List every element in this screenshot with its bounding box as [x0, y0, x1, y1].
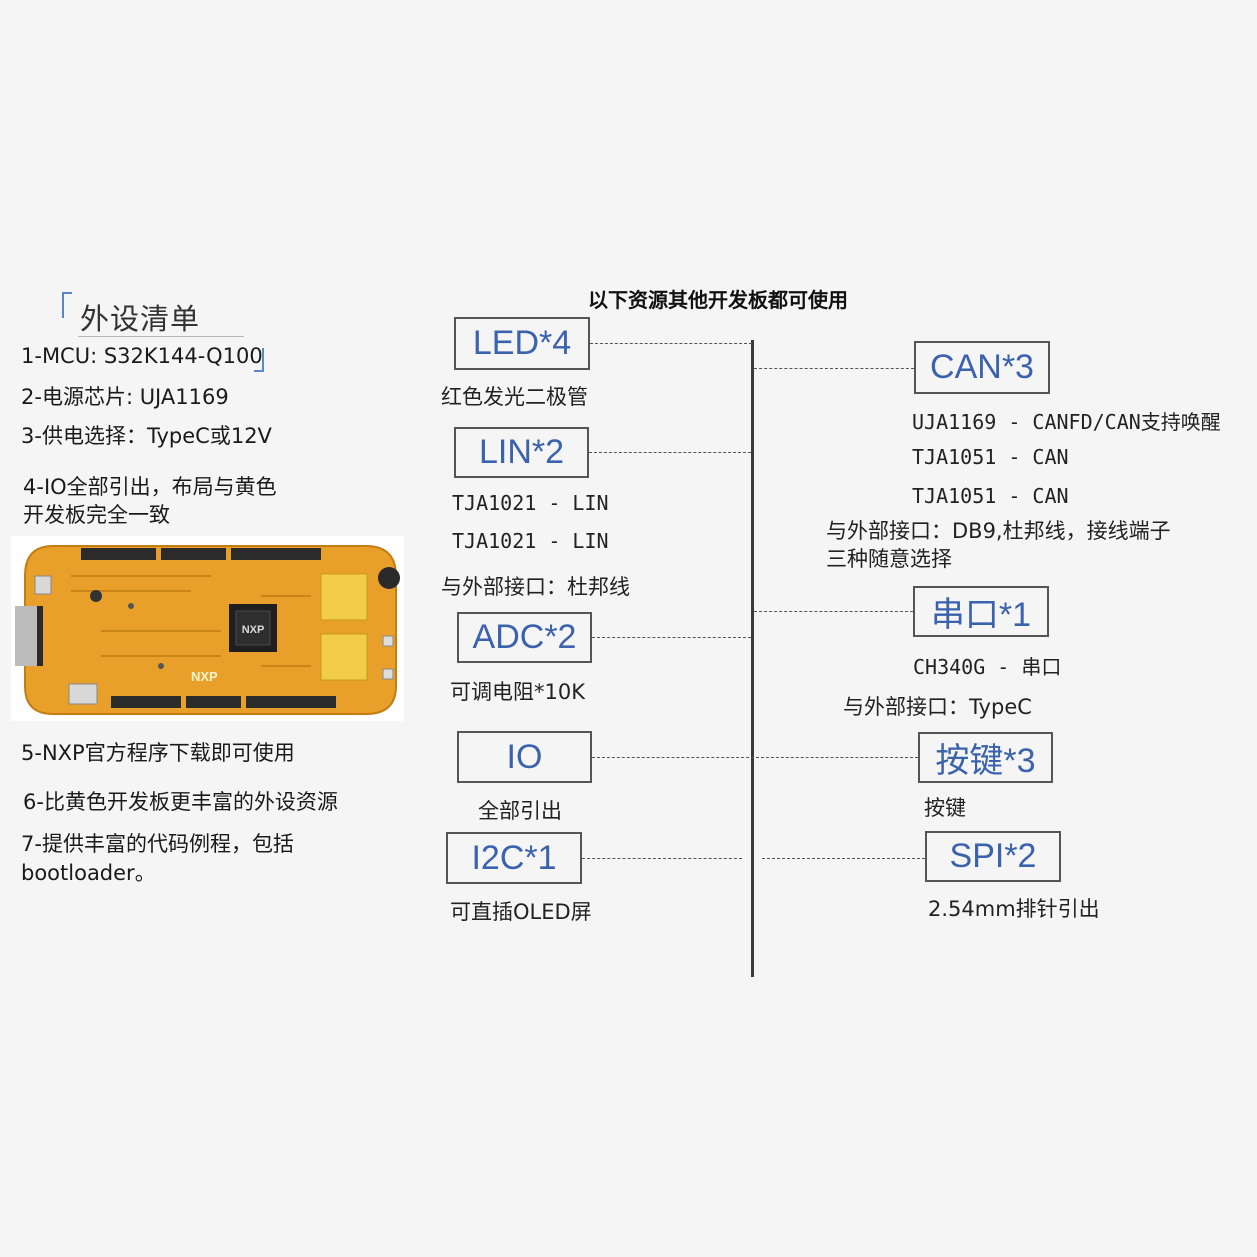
box-io: IO [457, 731, 592, 783]
center-vertical-line [751, 340, 754, 977]
keys-detail: 按键 [924, 796, 966, 820]
chip-logo: NXP [242, 624, 265, 636]
board-logo: NXP [191, 669, 218, 684]
connector-adc [592, 637, 751, 638]
io-detail: 全部引出 [478, 799, 562, 823]
dev-board-image: NXP NXP [11, 536, 404, 721]
feature-power-chip: 2-电源芯片: UJA1169 [21, 385, 229, 409]
spi-detail: 2.54mm排针引出 [928, 897, 1100, 921]
feature-code-examples-line1: 7-提供丰富的代码例程，包括 [21, 832, 294, 856]
connector-lin [589, 452, 751, 453]
box-spi: SPI*2 [925, 831, 1061, 882]
lin-interface: 与外部接口：杜邦线 [441, 575, 630, 599]
box-keys: 按键*3 [918, 732, 1053, 783]
lin-detail-1: TJA1021 - LIN [452, 491, 609, 515]
connector-can [754, 368, 914, 369]
lin-detail-2: TJA1021 - LIN [452, 529, 609, 553]
resources-heading: 以下资源其他开发板都可使用 [588, 288, 848, 312]
can-interface: 与外部接口：DB9,杜邦线，接线端子 [826, 519, 1171, 543]
can-interface-note: 三种随意选择 [826, 547, 952, 571]
feature-code-examples-line2: bootloader。 [21, 861, 156, 885]
connector-io-keys [592, 757, 918, 758]
connector-uart [754, 611, 913, 612]
title-bracket-close [254, 348, 264, 372]
connector-spi [762, 858, 925, 859]
can-detail-1: UJA1169 - CANFD/CAN支持唤醒 [912, 410, 1221, 434]
i2c-detail: 可直插OLED屏 [450, 900, 592, 924]
can-detail-2: TJA1051 - CAN [912, 445, 1069, 469]
led-detail: 红色发光二极管 [441, 385, 588, 409]
title-underline [78, 336, 244, 337]
feature-power-select: 3-供电选择：TypeC或12V [21, 424, 272, 448]
section-title: 外设清单 [80, 302, 201, 336]
feature-more-peripherals: 6-比黄色开发板更丰富的外设资源 [23, 790, 338, 814]
connector-led [590, 343, 752, 344]
connector-i2c [582, 858, 742, 859]
feature-io-line2: 开发板完全一致 [23, 503, 170, 527]
adc-detail: 可调电阻*10K [450, 680, 585, 704]
feature-mcu: 1-MCU: S32K144-Q100 [21, 344, 263, 368]
feature-io-line1: 4-IO全部引出，布局与黄色 [23, 475, 277, 499]
uart-interface: 与外部接口：TypeC [843, 695, 1032, 719]
box-uart: 串口*1 [913, 586, 1049, 637]
box-lin: LIN*2 [454, 427, 589, 478]
uart-detail: CH340G - 串口 [913, 655, 1062, 679]
feature-nxp-download: 5-NXP官方程序下载即可使用 [21, 741, 295, 765]
title-bracket-open [62, 292, 72, 318]
box-can: CAN*3 [914, 341, 1050, 394]
box-i2c: I2C*1 [446, 832, 582, 884]
dev-board-drawing: NXP NXP [15, 545, 400, 715]
box-adc: ADC*2 [457, 612, 592, 663]
box-led: LED*4 [454, 317, 590, 370]
can-detail-3: TJA1051 - CAN [912, 484, 1069, 508]
